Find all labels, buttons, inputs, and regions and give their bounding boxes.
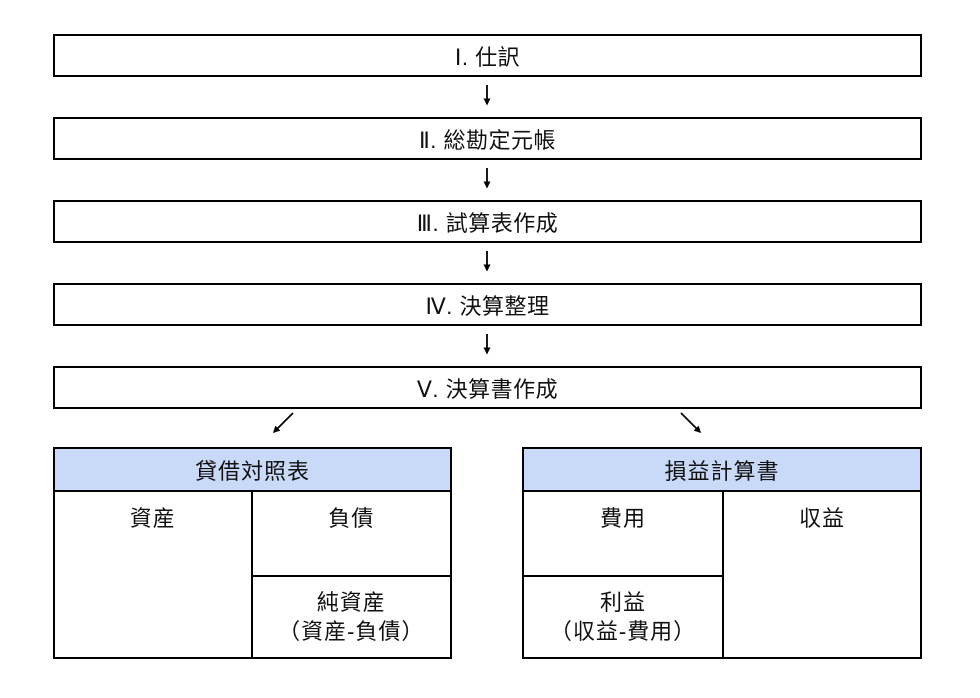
cell-expenses: 費用: [599, 506, 646, 531]
income-statement-title: 損益計算書: [524, 449, 920, 492]
balance-sheet-table: 貸借対照表 資産 負債 純資産 （資産-負債）: [53, 447, 452, 659]
flow-step-general-ledger: Ⅱ. 総勘定元帳: [53, 117, 922, 160]
flow-step-financial-statements: Ⅴ. 決算書作成: [53, 366, 922, 409]
cell-net-assets-line2: （資産-負債）: [278, 618, 425, 644]
cell-profit-line2: （収益-費用）: [549, 618, 697, 644]
income-statement-body: 費用 利益 （収益-費用） 収益: [524, 492, 920, 657]
cell-liabilities: 負債: [328, 506, 375, 531]
cell-revenue: 収益: [722, 492, 920, 657]
flow-step-closing-adjustments: Ⅳ. 決算整理: [53, 283, 922, 326]
arrow-down-left-icon: [272, 412, 294, 434]
income-statement-table: 損益計算書 費用 利益 （収益-費用） 収益: [522, 447, 922, 659]
flow-step-journal-entry: Ⅰ. 仕訳: [53, 34, 922, 77]
flow-step-trial-balance: Ⅲ. 試算表作成: [53, 200, 922, 243]
cell-net-assets-line1: 純資産: [316, 589, 386, 615]
cell-profit: 利益 （収益-費用）: [524, 574, 722, 658]
balance-sheet-body: 資産 負債 純資産 （資産-負債）: [55, 492, 450, 657]
balance-sheet-title: 貸借対照表: [55, 449, 450, 492]
income-statement-left-column: 費用 利益 （収益-費用）: [524, 492, 722, 657]
cell-net-assets: 純資産 （資産-負債）: [252, 574, 450, 658]
cell-assets: 資産: [55, 492, 253, 657]
cell-profit-line1: 利益: [599, 589, 646, 615]
arrow-down-right-icon: [680, 412, 702, 434]
balance-sheet-right-column: 負債 純資産 （資産-負債）: [252, 492, 450, 658]
